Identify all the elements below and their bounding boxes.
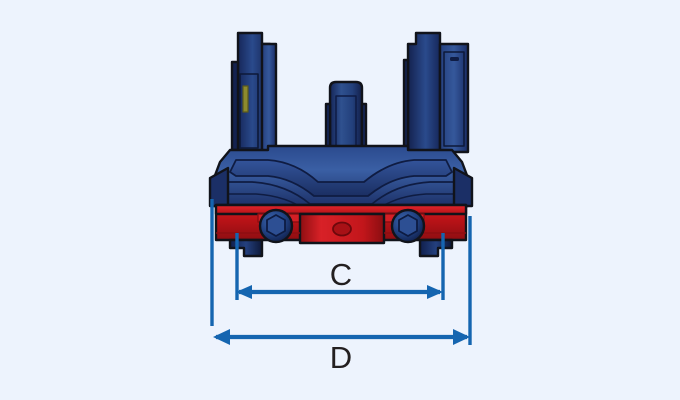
saddle-body — [208, 144, 474, 213]
right-vertical-arm — [402, 31, 470, 168]
left-arm-marker — [242, 85, 249, 113]
part-geometry — [208, 31, 474, 258]
center-boss-hole — [332, 221, 352, 237]
dimension-d — [213, 329, 470, 345]
right-hex-bolt — [390, 208, 426, 244]
dimension-label-d: D — [330, 340, 352, 375]
right-foot — [418, 238, 454, 258]
dimension-label-c: C — [330, 257, 352, 292]
left-foot — [228, 238, 264, 258]
right-arm-slot — [450, 57, 459, 61]
dimension-c — [236, 285, 443, 299]
left-hex-bolt — [258, 208, 294, 244]
dimension-annotations — [210, 199, 472, 345]
left-vertical-arm — [230, 31, 278, 168]
red-clamp-plate — [214, 203, 468, 245]
